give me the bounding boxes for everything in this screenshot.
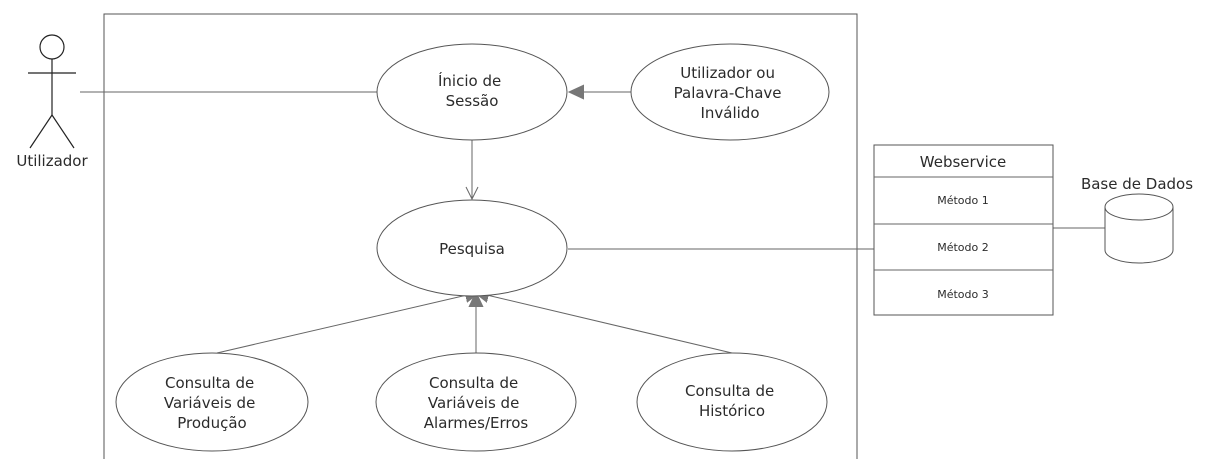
webservice-method-2: Método 2 bbox=[937, 241, 989, 254]
use-case-invalid-credentials[interactable]: Utilizador ou Palavra-Chave Inválido bbox=[630, 43, 830, 141]
production-search-arrow bbox=[216, 292, 480, 354]
database-label: Base de Dados bbox=[1081, 175, 1193, 193]
actor-label: Utilizador bbox=[16, 152, 88, 170]
system-boundary bbox=[103, 13, 858, 459]
use-case-history[interactable]: Consulta de Histórico bbox=[636, 352, 828, 452]
database[interactable]: Base de Dados bbox=[1081, 175, 1193, 264]
database-cylinder-icon bbox=[1104, 193, 1174, 264]
use-case-invalid-credentials-label: Utilizador ou Palavra-Chave Inválido bbox=[674, 64, 787, 122]
use-case-alarms-label: Consulta de Variáveis de Alarmes/Erros bbox=[424, 374, 529, 432]
webservice-method-1: Método 1 bbox=[937, 194, 989, 207]
use-case-production[interactable]: Consulta de Variáveis de Produção bbox=[115, 352, 309, 452]
use-case-history-label: Consulta de Histórico bbox=[685, 382, 779, 420]
webservice-method-3: Método 3 bbox=[937, 288, 989, 301]
stick-figure-icon bbox=[28, 34, 76, 149]
history-search-arrow bbox=[474, 292, 733, 354]
use-case-production-label: Consulta de Variáveis de Produção bbox=[164, 374, 260, 432]
webservice-title: Webservice bbox=[920, 153, 1006, 171]
actor-utilizador[interactable]: Utilizador bbox=[16, 34, 88, 170]
use-case-alarms[interactable]: Consulta de Variáveis de Alarmes/Erros bbox=[375, 352, 577, 452]
webservice-component[interactable]: Webservice Método 1 Método 2 Método 3 bbox=[873, 144, 1054, 316]
use-case-search-label: Pesquisa bbox=[439, 240, 505, 258]
use-case-login-label: Ínicio de Sessão bbox=[438, 71, 506, 110]
use-case-login[interactable]: Ínicio de Sessão bbox=[376, 43, 568, 141]
use-case-search[interactable]: Pesquisa bbox=[376, 199, 568, 297]
